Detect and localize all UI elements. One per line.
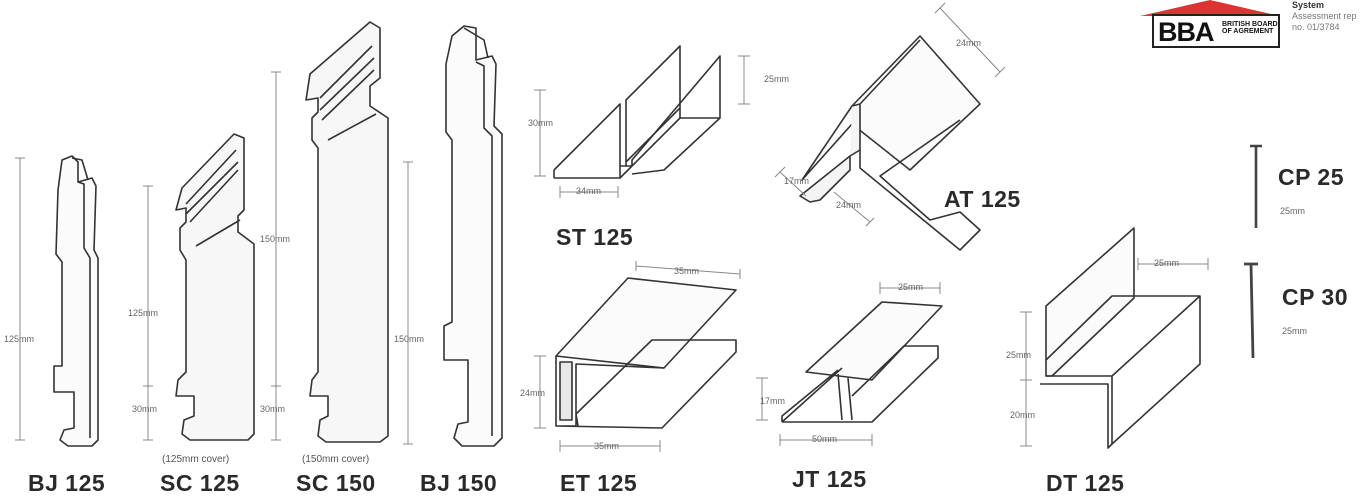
- dim-label: 125mm: [4, 334, 35, 344]
- bba-certification: BBA BRITISH BOARD OF AGREMENT System Ass…: [1140, 0, 1371, 55]
- sc125-profile: [175, 133, 255, 441]
- product-name-sc125: SC 125: [160, 470, 240, 496]
- dim-label: 30mm: [132, 404, 158, 414]
- dim-label: 150mm: [394, 334, 425, 344]
- dim-label: 150mm: [260, 234, 291, 244]
- bba-logo-letters: BBA: [1158, 17, 1214, 47]
- cp30-nail: [1244, 262, 1258, 359]
- product-name-bj125: BJ 125: [28, 470, 106, 496]
- product-name-at125: AT 125: [944, 186, 1021, 212]
- dim-label: 35mm: [674, 266, 700, 276]
- dim-label: 125mm: [128, 308, 159, 318]
- bba-line-2: Assessment rep: [1292, 11, 1357, 21]
- dim-label: 25mm: [1280, 206, 1306, 216]
- dim-label: 25mm: [898, 282, 924, 292]
- dim-label: 25mm: [764, 74, 790, 84]
- dim-label: 24mm: [520, 388, 546, 398]
- product-name-cp25: CP 25: [1278, 164, 1345, 190]
- at125-profile: [799, 35, 981, 251]
- dim-label: 34mm: [576, 186, 602, 196]
- dim-label: 25mm: [1282, 326, 1308, 336]
- bba-logo-small-text: BRITISH BOARD OF AGREMENT: [1222, 21, 1278, 35]
- jt125-profile: [781, 301, 943, 423]
- product-name-st125: ST 125: [556, 224, 634, 250]
- dim-label: 24mm: [836, 200, 862, 210]
- dim-label: 24mm: [956, 38, 982, 48]
- cp25-nail: [1250, 144, 1262, 228]
- et125-profile: [555, 277, 737, 429]
- product-name-bj150: BJ 150: [420, 470, 498, 496]
- dim-label: 35mm: [594, 441, 620, 451]
- product-name-et125: ET 125: [560, 470, 638, 496]
- dim-label: 20mm: [1010, 410, 1036, 420]
- dim-label: 50mm: [812, 434, 838, 444]
- bj150-profile: [443, 25, 503, 447]
- product-name-sc150: SC 150: [296, 470, 376, 496]
- bj125-profile: [53, 155, 99, 447]
- cover-note: (150mm cover): [302, 454, 370, 465]
- bba-roof-icon: [1140, 0, 1280, 16]
- product-name-dt125: DT 125: [1046, 470, 1125, 496]
- sc150-profile: [305, 21, 389, 443]
- dim-label: 17mm: [784, 176, 810, 186]
- bba-logo: BBA BRITISH BOARD OF AGREMENT: [1152, 14, 1280, 48]
- dim-label: 25mm: [1154, 258, 1180, 268]
- cover-note: (125mm cover): [162, 454, 230, 465]
- dim-label: 17mm: [760, 396, 786, 406]
- dim-label: 25mm: [1006, 350, 1032, 360]
- dim-label: 30mm: [260, 404, 286, 414]
- dt125-profile: [1040, 227, 1201, 449]
- bba-line-3: no. 01/3784: [1292, 22, 1340, 32]
- bba-assessment-text: System Assessment rep no. 01/3784: [1292, 0, 1371, 33]
- product-name-jt125: JT 125: [792, 466, 867, 492]
- product-name-cp30: CP 30: [1282, 284, 1349, 310]
- bba-line-1: System: [1292, 0, 1325, 10]
- st125-profile: [553, 45, 721, 179]
- dim-label: 30mm: [528, 118, 554, 128]
